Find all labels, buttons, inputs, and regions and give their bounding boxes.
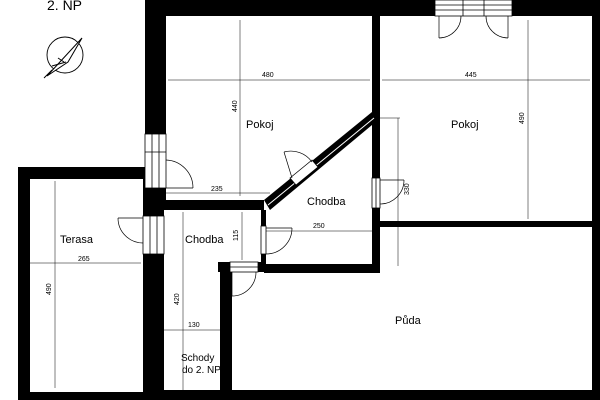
dimension-480: 480 <box>262 72 274 79</box>
wall-chodba-bottom <box>264 264 380 273</box>
door-swing-puda <box>231 271 257 297</box>
door-swing-center <box>379 179 405 205</box>
wall-bottom <box>160 390 600 400</box>
compass-north-arrow-icon <box>43 36 84 79</box>
dimension-490-left: 490 <box>46 283 53 295</box>
dimension-265: 265 <box>78 256 90 263</box>
room-label-chodba-center: Chodba <box>307 196 346 208</box>
wall-terrace-left <box>18 167 30 400</box>
window-top <box>434 0 513 17</box>
room-label-terasa: Terasa <box>60 234 94 246</box>
floor-label: 2. NP <box>47 0 82 13</box>
wall-right <box>592 0 600 400</box>
dimension-lines <box>30 20 590 390</box>
door-swing-top-right <box>485 15 509 39</box>
wall-bottom-left <box>18 392 158 400</box>
room-label-chodba-left: Chodba <box>185 234 224 246</box>
wall-center-vertical-lower <box>372 208 380 272</box>
dimension-130: 130 <box>188 322 200 329</box>
door-frame-diagonal <box>289 159 319 186</box>
wall-terrace-top <box>18 167 145 179</box>
wall-top-left <box>145 0 435 16</box>
room-label-schody-line1: Schody <box>181 353 214 364</box>
room-label-schody-line2: do 2. NP <box>182 365 221 376</box>
wall-puda-left <box>220 262 232 400</box>
dimension-420: 420 <box>174 293 181 305</box>
dimension-490-right: 490 <box>519 112 526 124</box>
door-swing-left-pokoj <box>165 159 194 189</box>
dimension-445: 445 <box>465 72 477 79</box>
wall-terrace-right-lower <box>143 254 164 400</box>
door-frame-chodba <box>260 225 267 255</box>
room-label-pokoj-left: Pokoj <box>246 119 274 131</box>
window-terrace-door <box>142 215 165 255</box>
window-left-pokoj <box>144 133 167 189</box>
windows <box>142 0 513 273</box>
door-swing-top-left <box>438 15 462 39</box>
labels: 2. NP Pokoj Pokoj Chodba Chodba Terasa P… <box>46 0 526 376</box>
diagonal-inner-line <box>267 117 375 206</box>
wall-top-right <box>512 0 600 16</box>
dimension-250: 250 <box>313 223 325 230</box>
room-label-puda: Půda <box>395 315 422 327</box>
dimension-330: 330 <box>404 183 411 195</box>
door-swings <box>117 15 509 297</box>
room-label-pokoj-right: Pokoj <box>451 119 479 131</box>
door-swing-terrace <box>117 217 144 244</box>
dimension-115: 115 <box>233 230 240 241</box>
dimension-440: 440 <box>232 100 239 112</box>
wall-left-upper <box>145 0 166 134</box>
door-swing-diagonal <box>283 150 313 179</box>
dimension-235: 235 <box>211 186 223 193</box>
door-swing-chodba <box>265 227 293 255</box>
wall-right-room-bottom <box>380 221 592 227</box>
wall-chodba-top <box>164 200 264 210</box>
wall-center-vertical <box>372 16 380 178</box>
walls <box>18 0 600 400</box>
